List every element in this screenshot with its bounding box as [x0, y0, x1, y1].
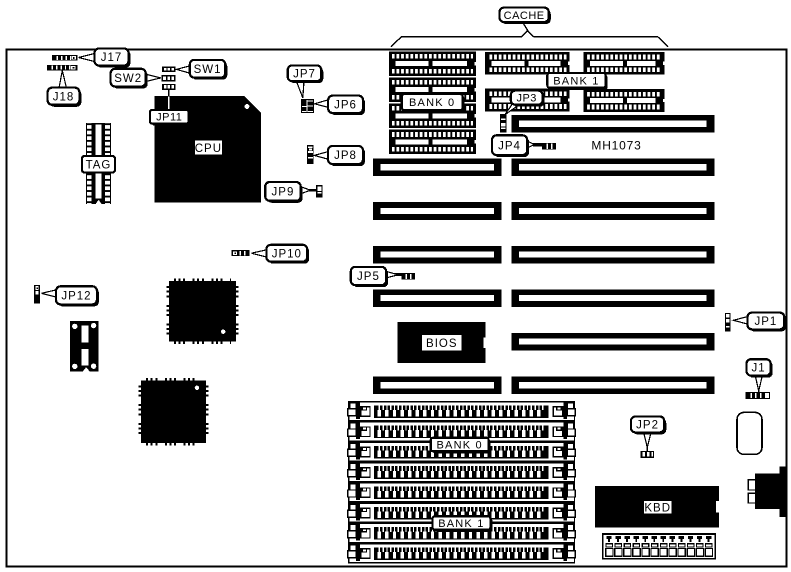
- svg-text:MH1073: MH1073: [591, 139, 641, 153]
- svg-text:TAG: TAG: [86, 159, 112, 171]
- svg-text:J1: J1: [751, 363, 765, 375]
- svg-text:JP5: JP5: [357, 271, 380, 283]
- svg-text:JP1: JP1: [754, 316, 777, 328]
- svg-text:SW2: SW2: [114, 73, 142, 85]
- svg-text:BANK 1: BANK 1: [438, 518, 484, 530]
- svg-text:JP4: JP4: [498, 140, 521, 152]
- svg-text:BANK 1: BANK 1: [553, 75, 599, 87]
- svg-text:JP10: JP10: [272, 248, 302, 260]
- svg-text:BANK 0: BANK 0: [437, 439, 483, 451]
- svg-text:CACHE: CACHE: [504, 10, 545, 22]
- svg-text:JP9: JP9: [272, 187, 295, 199]
- svg-text:KBD: KBD: [644, 503, 671, 515]
- svg-text:SW1: SW1: [194, 64, 222, 76]
- svg-text:JP8: JP8: [334, 150, 357, 162]
- svg-text:J17: J17: [101, 52, 123, 64]
- svg-text:JP11: JP11: [156, 112, 182, 124]
- svg-text:JP2: JP2: [636, 420, 659, 432]
- svg-text:JP12: JP12: [61, 290, 91, 302]
- svg-text:JP3: JP3: [516, 93, 536, 105]
- svg-text:JP7: JP7: [293, 68, 316, 80]
- svg-text:JP6: JP6: [334, 99, 357, 111]
- svg-text:BANK 0: BANK 0: [409, 97, 455, 109]
- svg-text:J18: J18: [53, 91, 75, 103]
- svg-text:BIOS: BIOS: [426, 338, 457, 350]
- svg-text:CPU: CPU: [195, 143, 222, 155]
